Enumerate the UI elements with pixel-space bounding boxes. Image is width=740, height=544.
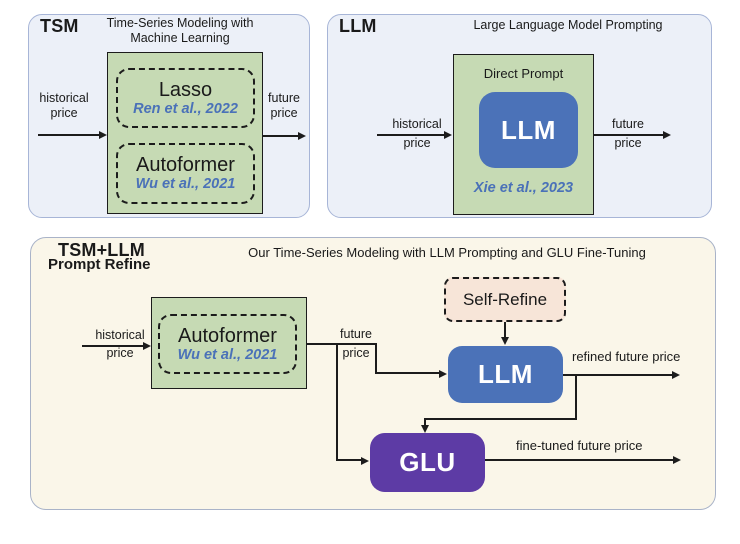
self-refine-box: Self-Refine xyxy=(444,277,566,322)
future-price-label: future price xyxy=(340,327,372,360)
branch-llm-arrowhead xyxy=(439,369,447,378)
llm-citation: Xie et al., 2023 xyxy=(473,180,574,196)
combined-autoformer-dashed-box: Autoformer Wu et al., 2021 xyxy=(158,314,297,374)
finetuned-output-label: fine-tuned future price xyxy=(516,438,643,453)
branch-glu-vline xyxy=(336,343,338,461)
llm-output-arrow-line xyxy=(594,134,664,136)
llm-to-glu-vline2 xyxy=(424,418,426,426)
tsm-input-arrow-line xyxy=(38,134,100,136)
combined-llm-box: LLM xyxy=(448,346,563,403)
direct-prompt-label: Direct Prompt xyxy=(483,66,564,81)
llm-input-arrowhead xyxy=(444,130,452,139)
llm-output-label: future price xyxy=(612,117,644,150)
glu-box: GLU xyxy=(370,433,485,492)
tsm-model-container xyxy=(107,52,263,214)
combined-tag-line1: TSM+LLM xyxy=(58,240,145,260)
self-refine-arrowhead xyxy=(500,337,509,345)
combined-autoformer-label: Autoformer xyxy=(178,324,277,347)
llm-model-box: LLM xyxy=(479,92,578,168)
llm-tag: LLM xyxy=(339,16,377,36)
llm-to-glu-arrowhead xyxy=(420,425,429,433)
branch-llm-vline xyxy=(375,343,377,374)
combined-input-arrow-line xyxy=(82,345,144,347)
tsm-title-line1: Time-Series Modeling with xyxy=(106,16,254,30)
combined-title: Our Time-Series Modeling with LLM Prompt… xyxy=(248,245,646,260)
tsm-output-arrow-line xyxy=(263,135,298,137)
refined-output-label: refined future price xyxy=(572,349,681,364)
lasso-citation: Ren et al., 2022 xyxy=(133,100,238,117)
tsm-autoformer-citation: Wu et al., 2021 xyxy=(135,176,236,192)
tsm-input-label: historical price xyxy=(39,91,89,120)
branch-glu-arrowhead xyxy=(361,456,369,465)
llm-to-glu-vline xyxy=(575,374,577,420)
llm-input-arrow-line xyxy=(377,134,445,136)
lasso-dashed-box: Lasso Ren et al., 2022 xyxy=(116,68,255,128)
tsm-title: Time-Series Modeling with Machine Learni… xyxy=(94,16,266,46)
tsm-input-arrowhead xyxy=(99,130,107,139)
combined-input-arrowhead xyxy=(143,341,151,350)
llm-input-label: historical price xyxy=(392,117,442,150)
finetuned-output-line xyxy=(485,459,674,461)
tsm-title-line2: Machine Learning xyxy=(130,31,230,45)
tsm-tag: TSM xyxy=(40,16,79,36)
finetuned-output-arrowhead xyxy=(673,455,681,464)
tsm-output-label: future price xyxy=(268,91,300,120)
self-refine-arrow-line xyxy=(504,322,506,338)
future-price-line xyxy=(307,343,377,345)
refined-output-line xyxy=(563,374,673,376)
branch-glu-hline xyxy=(336,459,361,461)
self-refine-label: Self-Refine xyxy=(462,289,548,309)
llm-to-glu-hline xyxy=(424,418,577,420)
tsm-autoformer-dashed-box: Autoformer Wu et al., 2021 xyxy=(116,143,255,204)
tsm-output-arrowhead xyxy=(298,131,306,140)
llm-output-arrowhead xyxy=(663,130,671,139)
combined-tag-line2: Prompt Refine xyxy=(48,256,151,273)
tsm-autoformer-label: Autoformer xyxy=(136,154,235,176)
branch-llm-hline xyxy=(375,372,439,374)
combined-input-label: historical price xyxy=(95,328,145,360)
refined-output-arrowhead xyxy=(672,370,680,379)
llm-title: Large Language Model Prompting xyxy=(473,18,663,32)
lasso-label: Lasso xyxy=(158,78,213,101)
combined-autoformer-citation: Wu et al., 2021 xyxy=(177,346,278,363)
